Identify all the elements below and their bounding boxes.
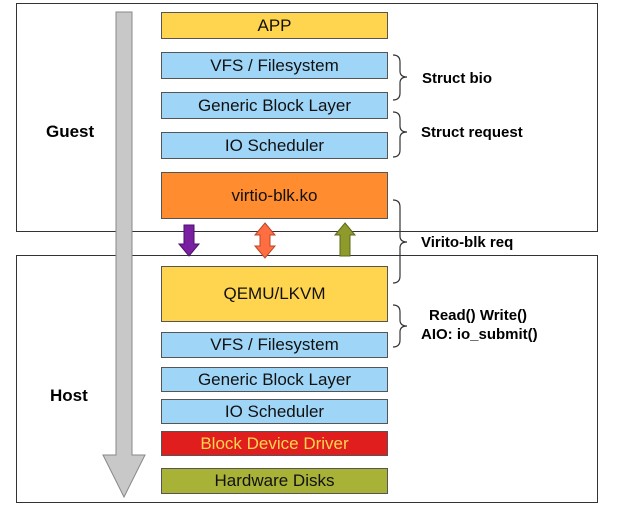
note-aio-submit: AIO: io_submit() <box>421 326 538 343</box>
guest-to-host-arrow <box>177 224 201 257</box>
layer-virtio-blk: virtio-blk.ko <box>161 172 388 219</box>
note-virtio-blk-req: Virito-blk req <box>421 234 514 251</box>
brace-virtio-blk-req <box>392 199 408 284</box>
bidirectional-arrow <box>253 222 277 259</box>
flow-down-arrow <box>102 11 146 499</box>
layer-guest-io-scheduler: IO Scheduler <box>161 132 388 159</box>
host-region <box>16 255 598 503</box>
host-label: Host <box>50 386 88 405</box>
host-to-guest-arrow <box>333 222 357 257</box>
layer-host-vfs: VFS / Filesystem <box>161 332 388 358</box>
guest-region <box>16 3 598 232</box>
brace-read-write <box>392 304 408 348</box>
layer-block-device-driver: Block Device Driver <box>161 431 388 456</box>
brace-struct-bio <box>392 54 408 101</box>
layer-app: APP <box>161 12 388 39</box>
layer-qemu-lkvm: QEMU/LKVM <box>161 266 388 322</box>
note-struct-request: Struct request <box>421 124 523 141</box>
layer-hardware-disks: Hardware Disks <box>161 468 388 494</box>
note-struct-bio: Struct bio <box>422 70 492 87</box>
layer-guest-vfs: VFS / Filesystem <box>161 52 388 79</box>
guest-label: Guest <box>46 122 95 141</box>
layer-guest-generic-block: Generic Block Layer <box>161 92 388 119</box>
brace-struct-request <box>392 111 408 158</box>
layer-host-io-scheduler: IO Scheduler <box>161 399 388 424</box>
layer-host-generic-block: Generic Block Layer <box>161 367 388 392</box>
note-read-write: Read() Write() <box>429 307 528 324</box>
